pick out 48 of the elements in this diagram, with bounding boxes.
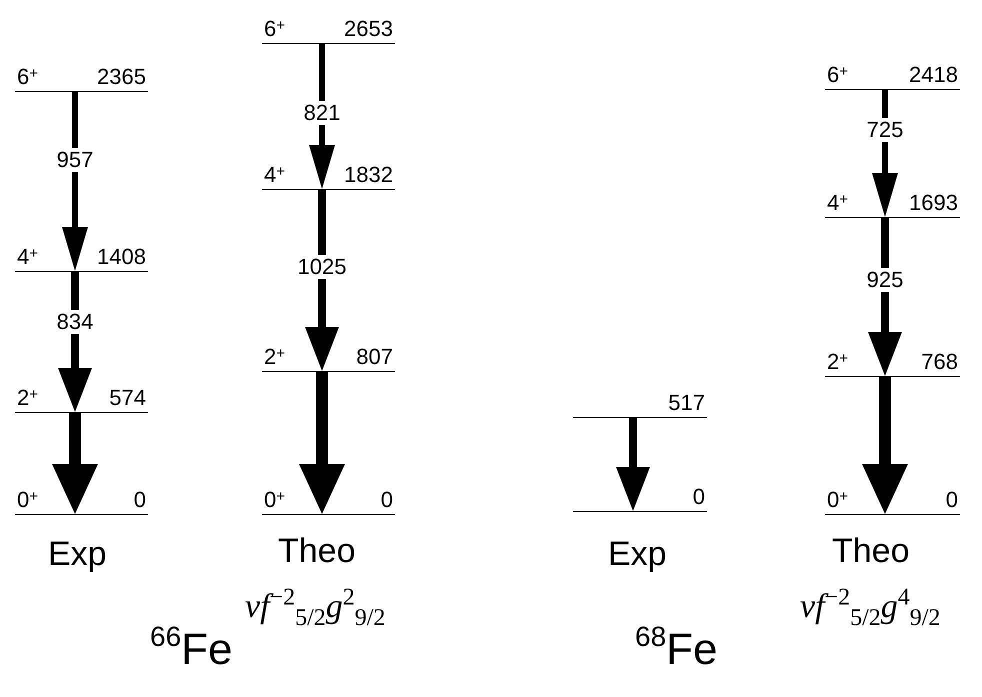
energy-value: 2365 bbox=[97, 65, 146, 89]
edge-label: 957 bbox=[56, 148, 94, 172]
nucleus-label: $^{68}$Fe bbox=[635, 625, 718, 675]
transition-arrow bbox=[309, 44, 335, 189]
spin-parity-label: 6$^{+}$ bbox=[827, 63, 848, 87]
spin-parity-label: 6$^{+}$ bbox=[17, 65, 38, 89]
transition-arrow bbox=[862, 377, 908, 514]
column-title: Exp bbox=[48, 535, 107, 574]
spin-parity-label: 2$^{+}$ bbox=[827, 350, 848, 374]
energy-value: 0 bbox=[134, 488, 146, 512]
nucleus-label: $^{66}$Fe bbox=[150, 625, 233, 675]
energy-value: 807 bbox=[356, 345, 393, 369]
energy-value: 0 bbox=[946, 488, 958, 512]
column-title: Theo bbox=[832, 532, 910, 571]
edge-label: 925 bbox=[866, 268, 904, 292]
energy-value: 1832 bbox=[344, 163, 393, 187]
transition-arrow bbox=[62, 92, 88, 271]
transition-arrow bbox=[58, 272, 92, 412]
transition-arrow bbox=[872, 90, 898, 217]
energy-value: 0 bbox=[692, 485, 705, 509]
transition-arrow bbox=[299, 372, 345, 514]
edge-label: 725 bbox=[866, 118, 904, 142]
spin-parity-label: 6$^{+}$ bbox=[264, 17, 286, 41]
transition-arrow bbox=[52, 413, 98, 514]
spin-parity-label: 4$^{+}$ bbox=[17, 245, 38, 269]
energy-value: 2653 bbox=[344, 17, 393, 41]
spin-parity-label: 0$^{+}$ bbox=[264, 488, 286, 512]
spin-parity-label: 2$^{+}$ bbox=[17, 386, 38, 410]
transition-arrow bbox=[616, 418, 650, 511]
transition-arrow bbox=[305, 190, 339, 371]
column-title: Exp bbox=[608, 535, 667, 574]
energy-value: 1408 bbox=[97, 245, 146, 269]
energy-value: 2418 bbox=[909, 63, 958, 87]
edge-label: 821 bbox=[302, 101, 342, 125]
column-title: Theo bbox=[278, 532, 356, 571]
spin-parity-label: 0$^{+}$ bbox=[17, 488, 38, 512]
spin-parity-label: 0$^{+}$ bbox=[827, 488, 848, 512]
spin-parity-label: 4$^{+}$ bbox=[827, 191, 848, 215]
energy-value: 768 bbox=[921, 350, 958, 374]
energy-value: 0 bbox=[380, 488, 393, 512]
energy-value: 574 bbox=[109, 386, 146, 410]
energy-value: 1693 bbox=[909, 191, 958, 215]
edge-label: 1025 bbox=[296, 255, 348, 279]
spin-parity-label: 4$^{+}$ bbox=[264, 163, 286, 187]
transition-arrow bbox=[868, 218, 902, 376]
energy-value: 517 bbox=[668, 391, 705, 415]
edge-label: 834 bbox=[56, 310, 94, 334]
spin-parity-label: 2$^{+}$ bbox=[264, 345, 286, 369]
